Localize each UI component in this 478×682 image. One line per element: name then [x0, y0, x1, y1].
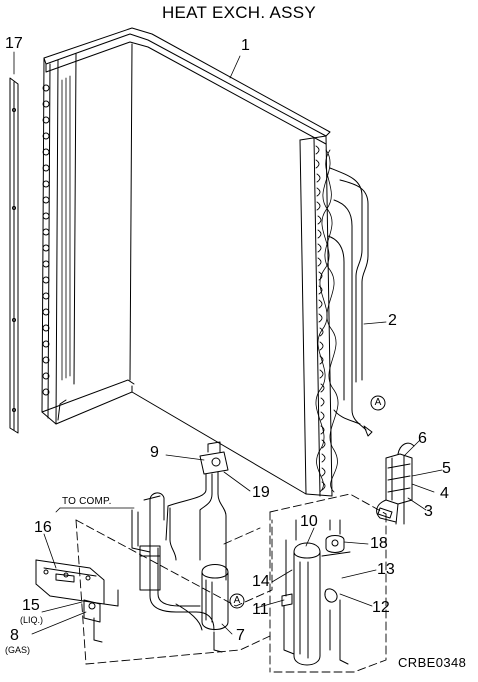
- callout-9: 9: [150, 444, 159, 461]
- callout-4: 4: [440, 485, 449, 502]
- side-plate-17: [9, 77, 19, 434]
- tank-group-10-18: [281, 519, 351, 666]
- callout-12: 12: [372, 599, 390, 616]
- callout-1: 1: [241, 37, 250, 54]
- label-to-comp: TO COMP.: [62, 496, 112, 507]
- drawing-code: CRBE0348: [398, 655, 467, 670]
- valve-group-3-6: [376, 442, 415, 525]
- callout-2: 2: [388, 312, 397, 329]
- callout-19: 19: [252, 484, 270, 501]
- callout-10: 10: [300, 513, 318, 530]
- reference-frames: [75, 493, 387, 673]
- leader-lines: [13, 51, 443, 635]
- marker-circle-lower: [229, 593, 245, 609]
- callout-17: 17: [5, 35, 23, 52]
- diagram-title: HEAT EXCH. ASSY: [161, 3, 317, 22]
- valve-assy-9-19: [165, 441, 229, 581]
- service-valve-bracket: [35, 559, 119, 643]
- marker-a-lower: A: [233, 595, 241, 606]
- callout-3: 3: [424, 503, 433, 520]
- label-gas: (GAS): [5, 645, 31, 655]
- callout-15: 15: [22, 597, 40, 614]
- callout-16: 16: [34, 519, 52, 536]
- callout-14: 14: [252, 573, 270, 590]
- callout-18: 18: [370, 535, 388, 552]
- label-liq: (LIQ.): [20, 615, 44, 625]
- receiver-7: [175, 564, 229, 653]
- callout-7: 7: [236, 627, 245, 644]
- callout-11: 11: [252, 601, 269, 618]
- callout-8: 8: [10, 627, 19, 644]
- marker-circle-upper: [370, 395, 386, 411]
- capillary-tubes-2: [327, 167, 373, 437]
- callout-13: 13: [377, 561, 395, 578]
- callout-5: 5: [442, 460, 451, 477]
- callout-6: 6: [418, 430, 427, 447]
- marker-a-upper: A: [374, 397, 382, 408]
- heat-exchanger-coil: [41, 27, 339, 497]
